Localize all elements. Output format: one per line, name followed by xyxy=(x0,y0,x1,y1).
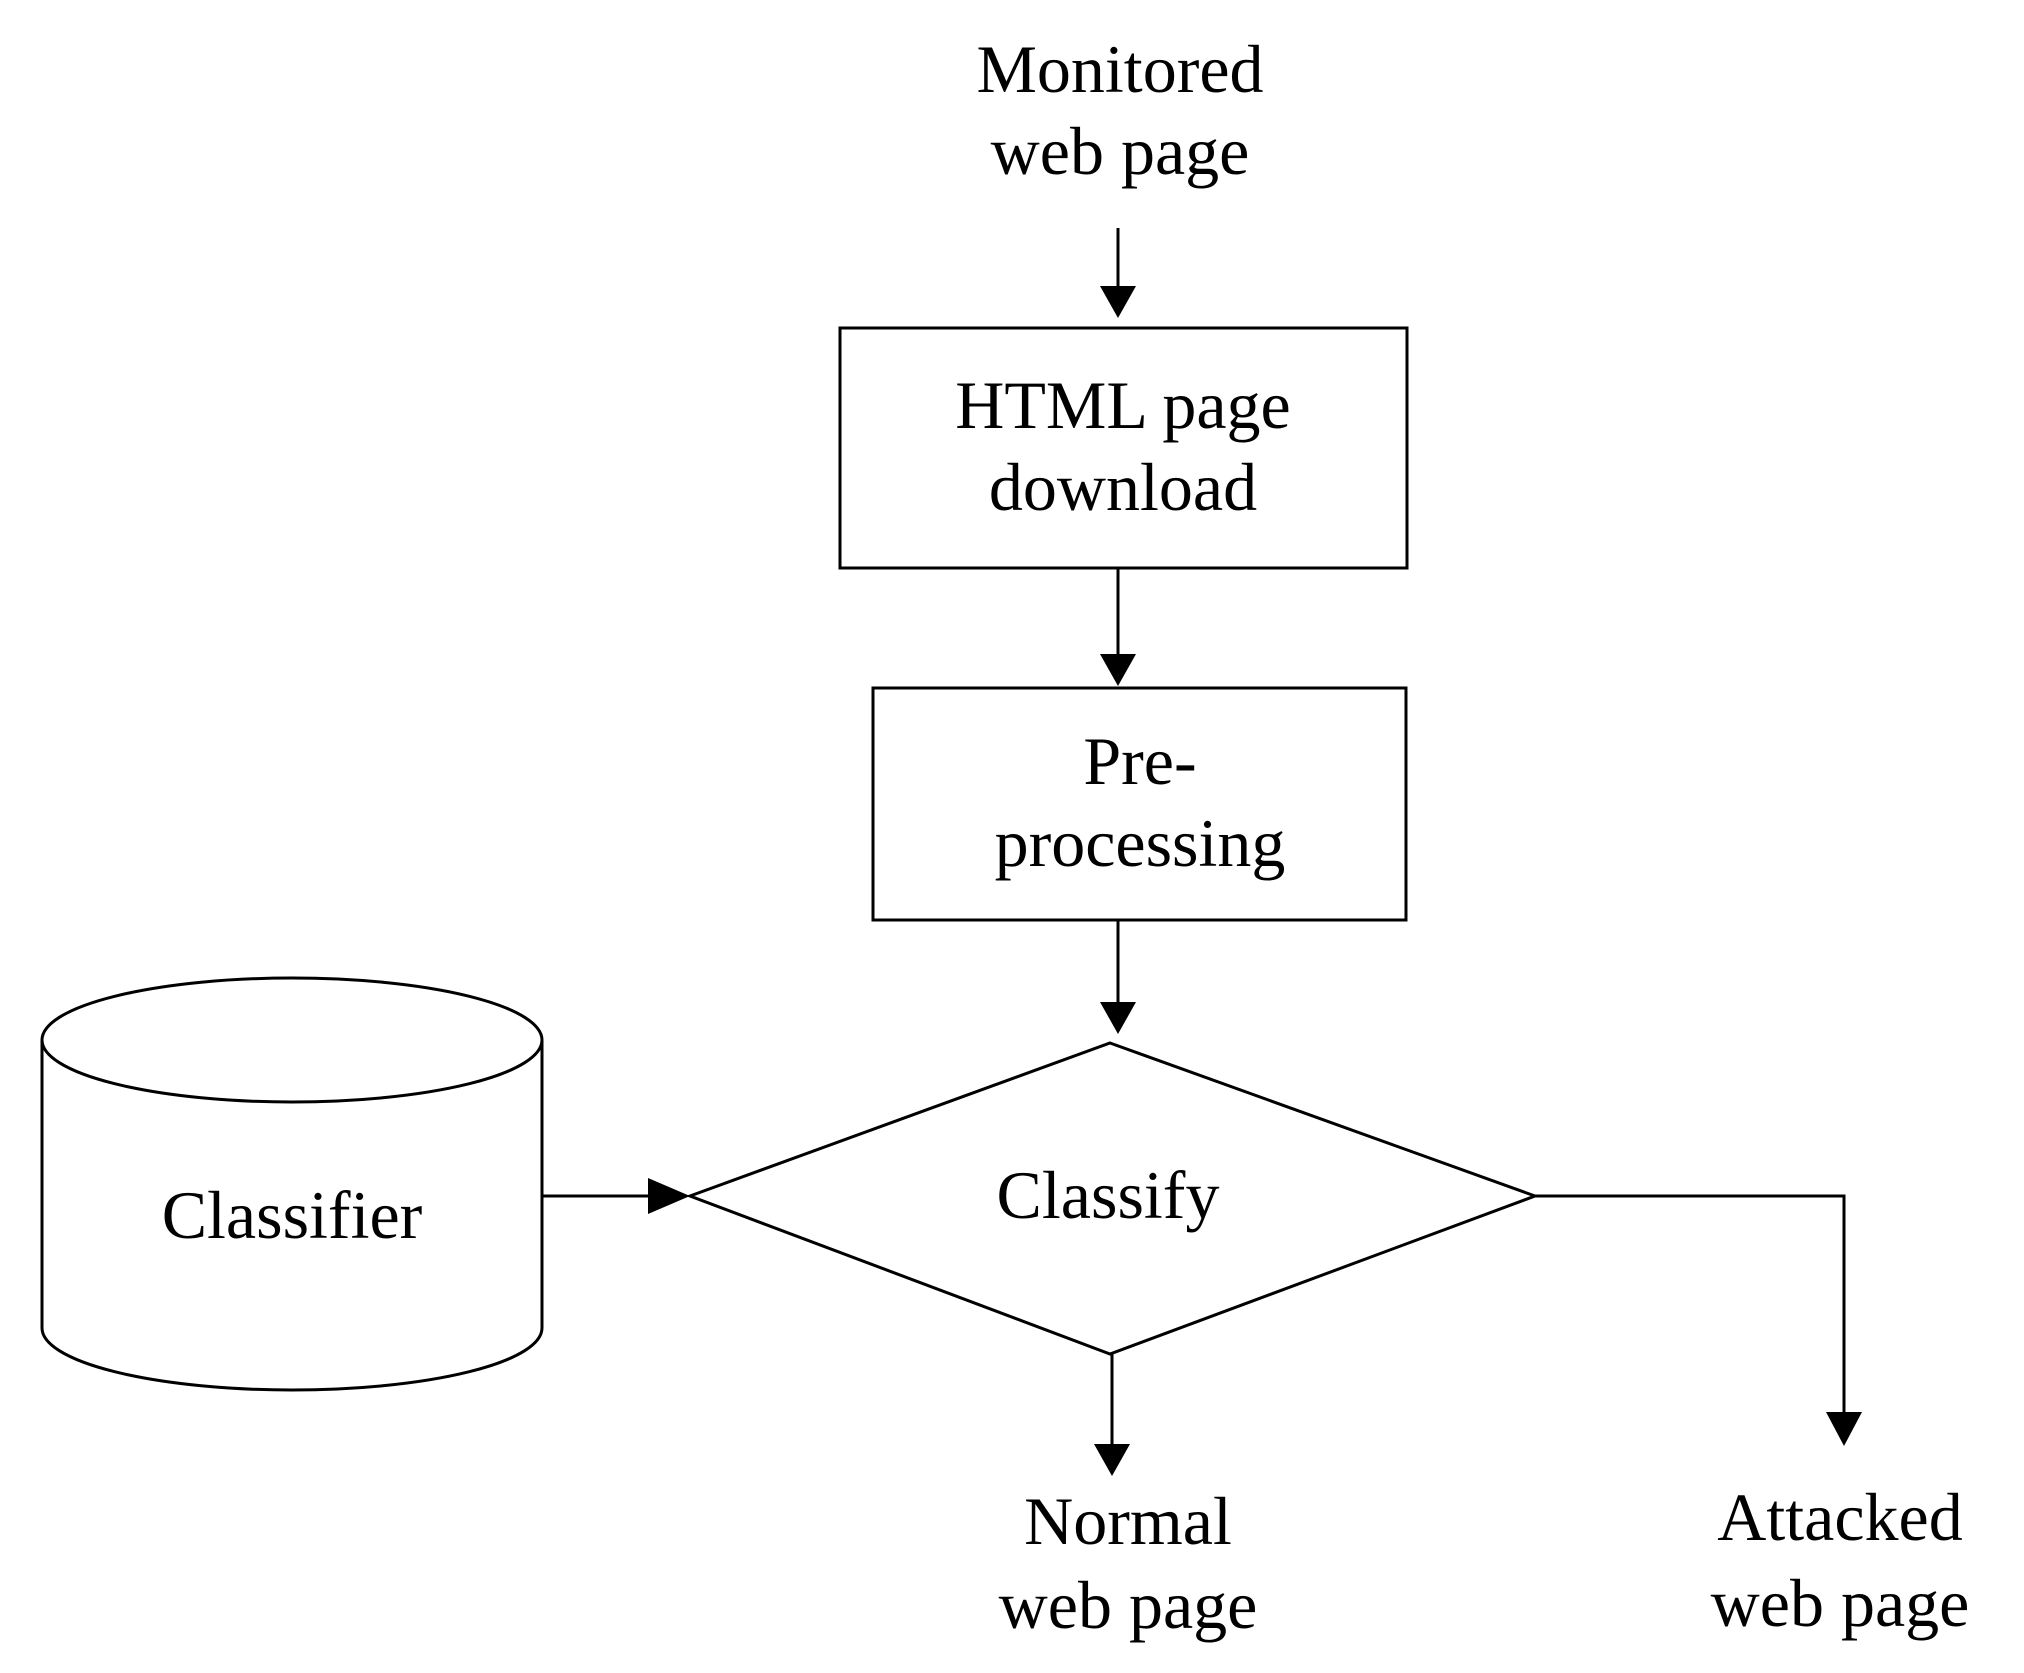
download-label-line2: download xyxy=(989,449,1257,525)
arrow-classifier-to-classify xyxy=(542,1178,690,1214)
arrow-preprocessing-to-classify xyxy=(1100,920,1136,1034)
classifier-label: Classifier xyxy=(162,1177,423,1253)
attacked-label-line2: web page xyxy=(1711,1565,1970,1641)
arrow-download-to-preprocessing xyxy=(1100,568,1136,686)
monitored-label-line1: Monitored xyxy=(976,31,1263,107)
classify-decision-diamond: Classify xyxy=(685,1041,1540,1356)
attacked-label-line1: Attacked xyxy=(1717,1479,1962,1555)
attacked-web-page-node: Attacked web page xyxy=(1711,1479,1970,1641)
html-page-download-box: HTML page download xyxy=(838,326,1409,570)
normal-label-line1: Normal xyxy=(1024,1483,1232,1559)
arrow-classify-to-attacked xyxy=(1535,1194,1862,1446)
normal-label-line2: web page xyxy=(999,1567,1258,1643)
preprocessing-label-line2: processing xyxy=(995,805,1286,881)
normal-web-page-node: Normal web page xyxy=(999,1483,1258,1643)
classifier-database-cylinder: Classifier xyxy=(40,976,544,1392)
classify-label: Classify xyxy=(997,1157,1220,1233)
monitored-label-line2: web page xyxy=(991,113,1250,189)
monitored-web-page-node: Monitored web page xyxy=(976,31,1263,189)
preprocessing-box: Pre- processing xyxy=(871,686,1408,922)
arrow-monitored-to-download xyxy=(1100,228,1136,318)
preprocessing-label-line1: Pre- xyxy=(1083,723,1196,799)
download-label-line1: HTML page xyxy=(955,367,1290,443)
arrow-classify-to-normal xyxy=(1094,1354,1130,1476)
